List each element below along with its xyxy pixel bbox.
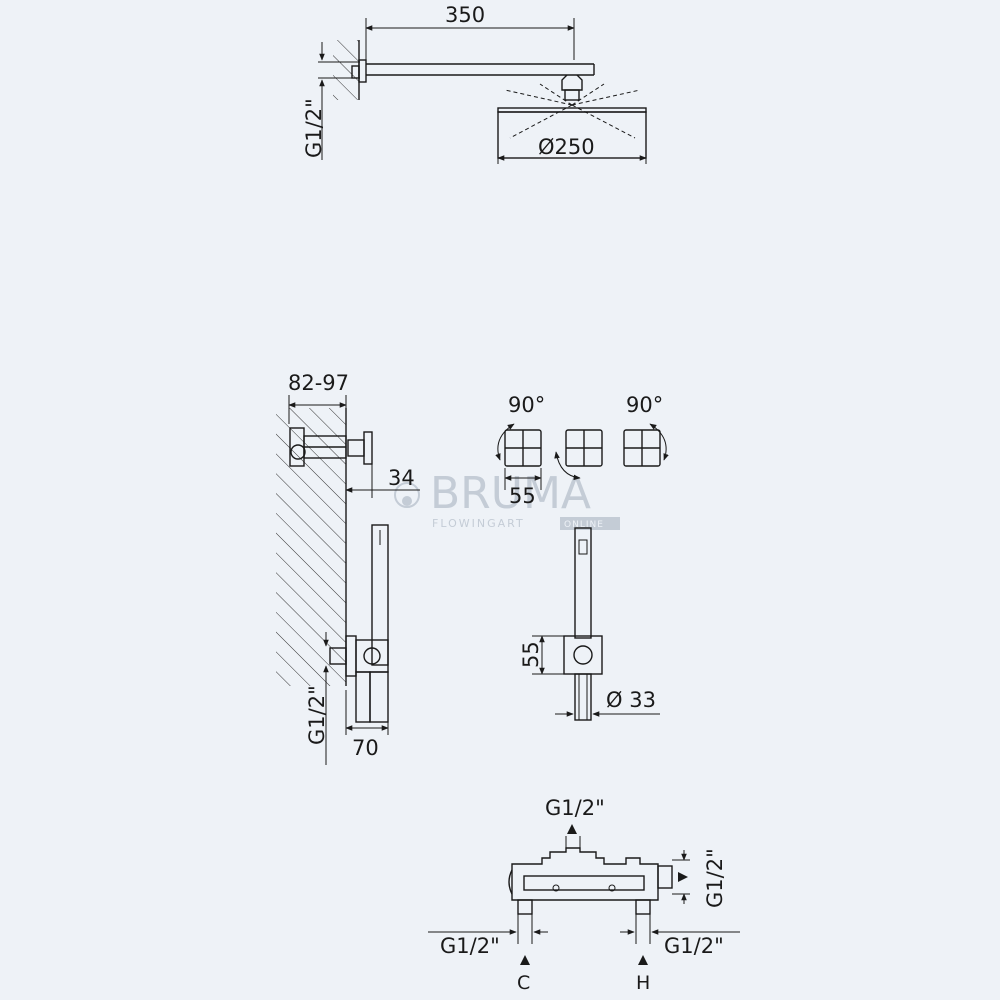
dim-arm-length: 350: [445, 3, 485, 27]
dim-body-right: G1/2": [664, 934, 724, 958]
dim-body-top: G1/2": [545, 796, 605, 820]
handle-right: [623, 429, 661, 467]
wall-hatch: [333, 40, 359, 100]
dim-handle-spacing: 55: [509, 484, 536, 508]
label-hot: H: [636, 972, 650, 994]
label-cold: C: [517, 972, 530, 994]
mixer-body: G1/2" G1/2" G1/2" G1/2": [428, 796, 740, 994]
wall-hatch-side: [276, 408, 346, 686]
front-handles: 90° 90° 55: [495, 393, 669, 508]
side-view: 82-97 34 G1/2" 70: [276, 371, 420, 765]
dim-valve-depth: 82-97: [288, 371, 349, 395]
handle-center: [565, 429, 603, 467]
dim-holder-width: 70: [352, 736, 379, 760]
label-rotation-left: 90°: [508, 393, 545, 417]
watermark-tagline: FLOWINGART: [432, 517, 525, 530]
dim-holder-height: 55: [519, 641, 543, 668]
dim-body-side: G1/2": [703, 848, 727, 908]
label-rotation-right: 90°: [626, 393, 663, 417]
dim-hose-diameter: Ø 33: [606, 688, 656, 712]
dim-handle-projection: 34: [388, 466, 415, 490]
dim-outlet-thread: G1/2": [305, 685, 329, 745]
watermark: BRUMA FLOWINGART ONLINE: [394, 468, 620, 530]
dim-head-diameter: Ø250: [538, 135, 595, 159]
hand-shower-front: 55 Ø 33: [519, 527, 660, 721]
handle-left: [504, 429, 542, 467]
shower-arm-view: 350 G1/2" Ø250: [302, 3, 647, 164]
dim-head-thread: G1/2": [302, 98, 326, 158]
dim-body-left: G1/2": [440, 934, 500, 958]
watermark-tagline-box: ONLINE: [564, 520, 604, 530]
